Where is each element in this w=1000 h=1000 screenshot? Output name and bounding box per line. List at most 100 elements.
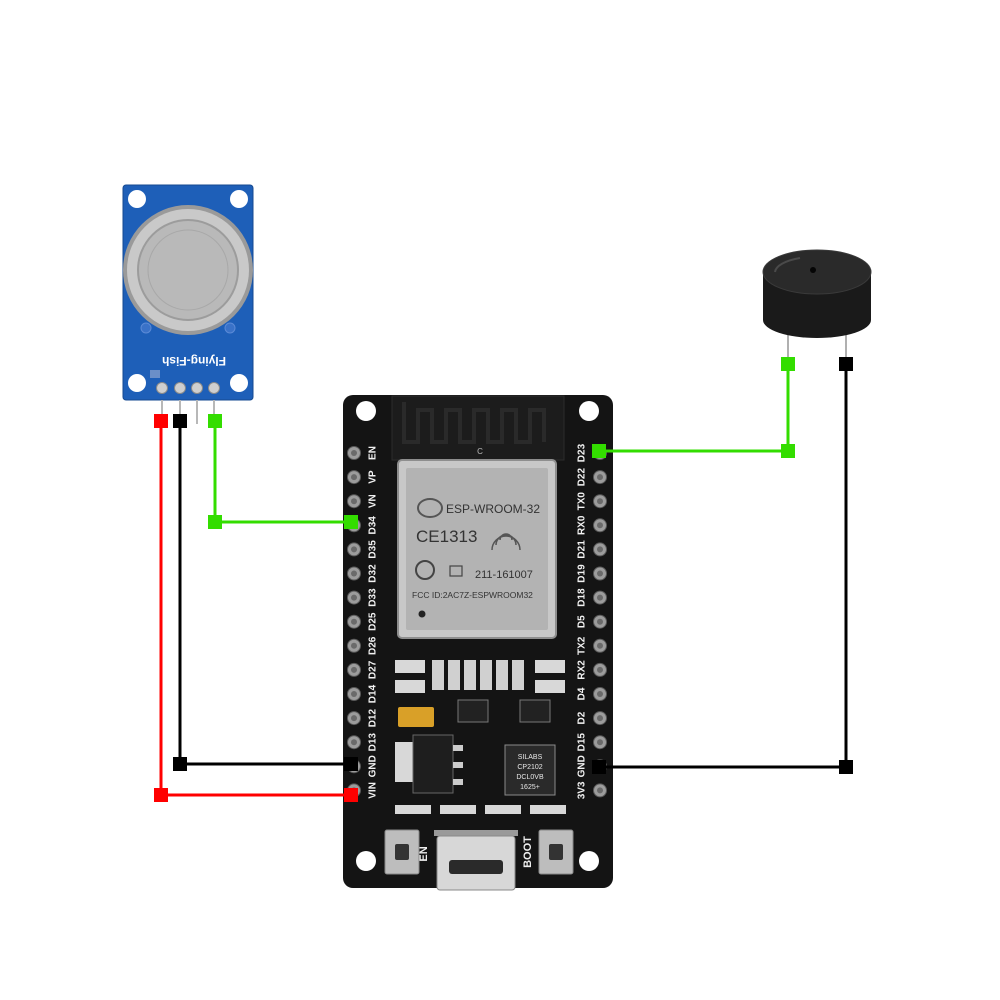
pin-label: TX2	[577, 636, 588, 655]
regulator-pin	[453, 745, 463, 751]
pin-label: D19	[577, 564, 588, 583]
fcc-id: FCC ID:2AC7Z-ESPWROOM32	[412, 590, 533, 600]
smd-component	[530, 805, 566, 814]
header-pin-center	[597, 715, 603, 722]
regulator-pin	[453, 762, 463, 768]
header-pin-center	[351, 546, 357, 553]
wire-end-gnd-sensor	[173, 414, 187, 428]
smd-component	[512, 660, 524, 690]
header-pin-center	[597, 787, 603, 794]
header-pin-center	[597, 474, 603, 481]
wire-end-signal-d34	[344, 515, 358, 529]
wire-end-gnd-left	[344, 757, 358, 771]
wire-joint-gnd	[173, 757, 187, 771]
micro-usb-opening	[449, 860, 503, 874]
header-pin-center	[351, 666, 357, 673]
smd-component	[464, 660, 476, 690]
pin-label: D15	[577, 733, 588, 752]
header-pin-center	[351, 570, 357, 577]
module-name: ESP-WROOM-32	[446, 502, 540, 516]
pin-label: D23	[577, 443, 588, 462]
buzzer	[762, 249, 872, 370]
chip-text: SILABS	[518, 754, 543, 761]
pin-label: VN	[368, 494, 379, 508]
gas-sensor-module: Flying-Fish	[122, 184, 254, 424]
pin-label: TX0	[577, 492, 588, 511]
pin-label: D4	[577, 687, 588, 700]
boot-button-cap[interactable]	[549, 844, 563, 860]
header-pin-center	[597, 570, 603, 577]
wire-sensor-signal	[213, 422, 351, 524]
smd-component	[480, 660, 492, 690]
esp32-mount-hole	[356, 401, 376, 421]
header-pin-center	[597, 522, 603, 529]
sensor-can-pin	[224, 322, 236, 334]
header-pin-center	[351, 715, 357, 722]
pin-label: VIN	[368, 782, 379, 799]
header-pin-center	[597, 691, 603, 697]
header-pin-center	[597, 498, 603, 505]
wire-end-gnd-right	[592, 760, 606, 774]
wire-end-vcc-sensor	[154, 414, 168, 428]
antenna-trace	[402, 402, 546, 444]
sensor-mount-hole	[230, 190, 248, 208]
smd-component	[535, 680, 565, 693]
chip-text: CP2102	[517, 764, 542, 771]
regulator-tab	[395, 742, 413, 782]
pin-label: D35	[368, 540, 379, 559]
pin-label: D14	[368, 684, 379, 703]
tantalum-capacitor	[398, 707, 434, 727]
regulator-pin	[453, 779, 463, 785]
pin-label: GND	[368, 755, 379, 777]
smd-component	[432, 660, 444, 690]
pin-label: D32	[368, 564, 379, 583]
header-pin-center	[351, 474, 357, 481]
pin-label: D25	[368, 612, 379, 631]
wire-end-buzzer-pos	[781, 357, 795, 371]
sensor-header-pad	[208, 382, 220, 394]
pin-label: RX0	[577, 515, 588, 535]
sensor-smd-part	[150, 370, 160, 378]
sensor-mount-hole	[128, 374, 146, 392]
wire-gnd-sensor	[178, 422, 351, 766]
smd-component	[535, 660, 565, 673]
pin-label: D12	[368, 708, 379, 727]
sensor-mesh-ring	[147, 229, 229, 311]
header-pin-center	[597, 618, 603, 625]
pin-label: RX2	[577, 660, 588, 680]
header-pin-center	[351, 450, 357, 456]
header-pin-center	[351, 739, 357, 746]
antenna-mark: C	[477, 447, 483, 456]
usb-uart-chip	[504, 744, 556, 796]
wire-end-signal-sensor	[208, 414, 222, 428]
header-pin-center	[351, 498, 357, 505]
pin-label: D5	[577, 615, 588, 628]
buzzer-highlight	[774, 257, 801, 273]
en-button-label: EN	[418, 846, 430, 861]
sensor-can-pin	[140, 322, 152, 334]
smd-component	[440, 805, 476, 814]
pin-label: D26	[368, 636, 379, 655]
ce-mark: CE1313	[416, 527, 477, 546]
cert-code: 211-161007	[475, 569, 533, 581]
smd-component	[485, 805, 521, 814]
wire-end-vcc-vin	[344, 788, 358, 802]
esp32-devkit: C ESP-WROOM-32 CE1313 211-161007 FCC ID:…	[343, 395, 613, 891]
chip-text: DCL0VB	[516, 774, 544, 781]
sot-transistor	[519, 699, 551, 723]
pin-label: D27	[368, 660, 379, 679]
header-pin-center	[351, 691, 357, 697]
pin-label: D18	[577, 588, 588, 607]
wire-buzzer-signal	[599, 364, 790, 453]
sensor-header-pad	[174, 382, 186, 394]
smd-component	[395, 660, 425, 673]
smd-component	[395, 805, 431, 814]
wire-joint-buzzer-gnd	[839, 760, 853, 774]
header-pin-center	[351, 594, 357, 601]
pin-label: GND	[577, 755, 588, 777]
chip-text: 1625+	[520, 784, 540, 791]
en-button-cap[interactable]	[395, 844, 409, 860]
buzzer-top	[762, 249, 872, 295]
